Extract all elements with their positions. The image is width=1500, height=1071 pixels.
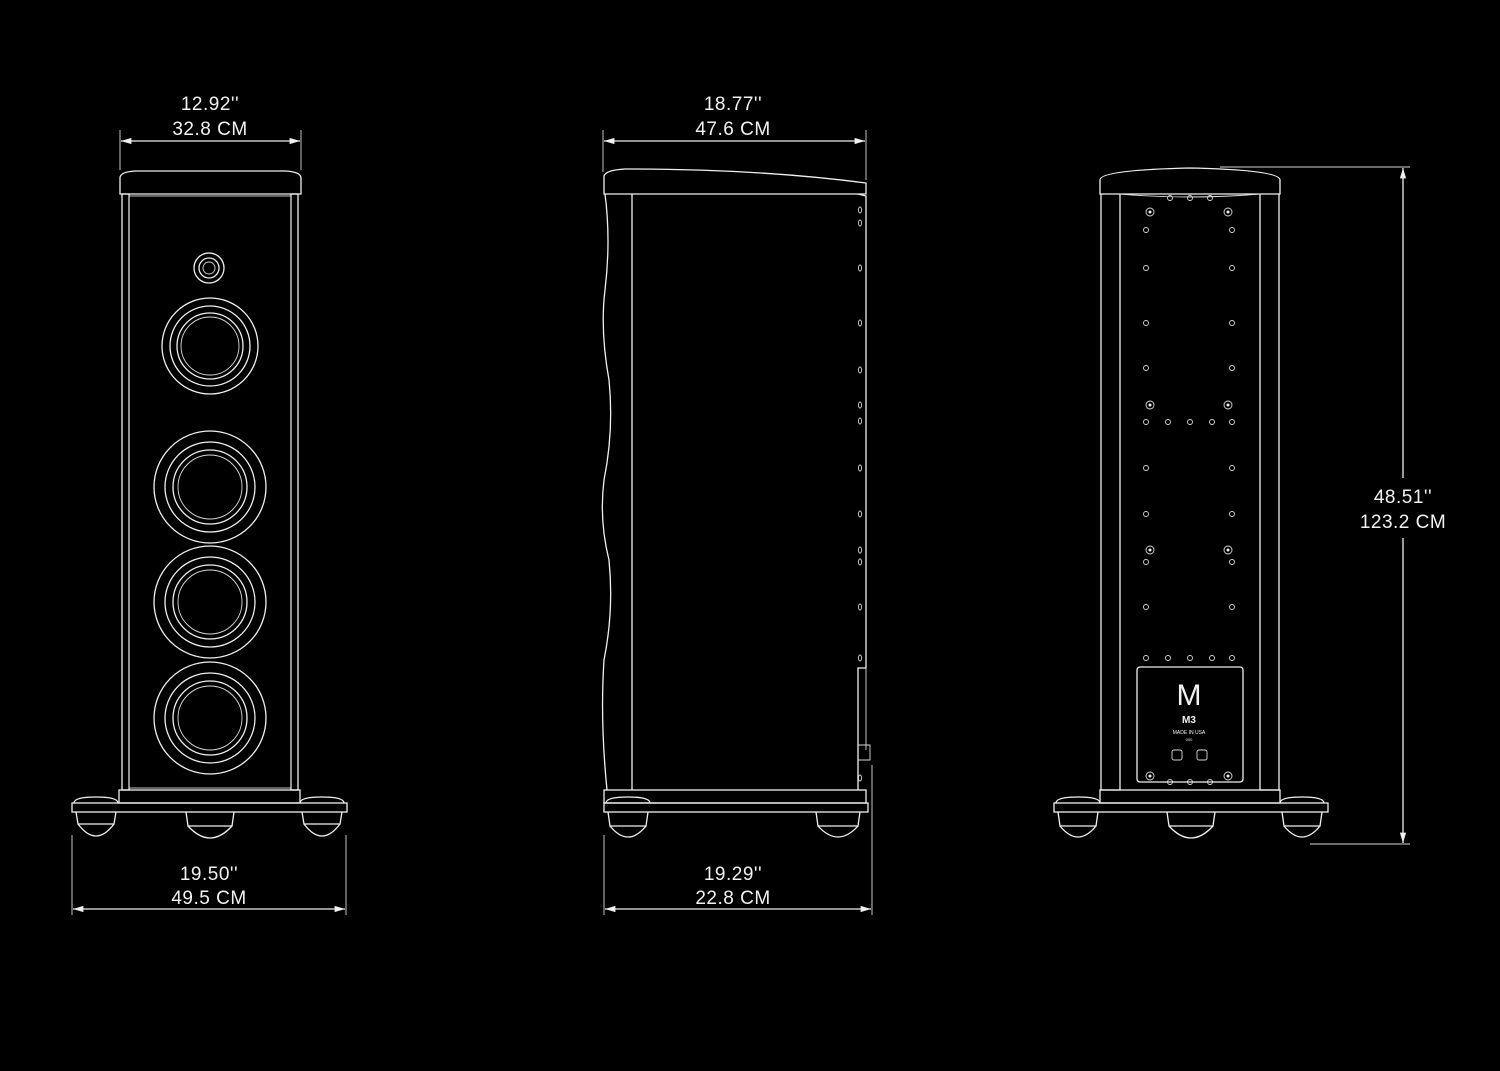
screw xyxy=(1167,195,1173,201)
screw xyxy=(1223,545,1233,555)
side-view: 18.77'' 47.6 CM xyxy=(601,94,873,915)
side-base-depth-cm: 22.8 CM xyxy=(695,888,770,909)
side-base-depth-inches: 19.29'' xyxy=(704,864,762,885)
screw xyxy=(1223,207,1233,217)
screw xyxy=(1143,419,1149,425)
screw xyxy=(1165,419,1171,425)
screw xyxy=(1143,655,1149,661)
front-woofer-3 xyxy=(153,661,267,775)
back-foot-right xyxy=(1279,796,1325,838)
side-top-depth-cm: 47.6 CM xyxy=(695,119,770,140)
back-base-plate xyxy=(1053,802,1329,813)
back-plinth xyxy=(1099,789,1281,804)
side-top-depth-inches: 18.77'' xyxy=(704,94,762,115)
screw xyxy=(1165,655,1171,661)
screw xyxy=(1229,320,1235,326)
back-top-cap xyxy=(1099,167,1281,195)
side-front-profile xyxy=(601,193,612,791)
front-base-plate xyxy=(71,802,348,813)
screw xyxy=(1145,545,1155,555)
screw-center xyxy=(1226,548,1230,552)
screw xyxy=(1209,419,1215,425)
screw xyxy=(1143,511,1149,517)
back-panel-screws xyxy=(1143,195,1235,785)
screw xyxy=(1229,365,1235,371)
screw xyxy=(1229,465,1235,471)
front-plinth xyxy=(118,789,301,804)
side-foot-front xyxy=(605,796,651,838)
side-foot-back xyxy=(815,811,861,838)
front-foot-center xyxy=(185,811,235,839)
front-baffle xyxy=(128,195,292,789)
back-right-rail xyxy=(1259,194,1280,791)
back-left-rail xyxy=(1100,194,1121,791)
back-foot-center xyxy=(1166,811,1216,839)
screw xyxy=(1187,195,1193,201)
front-top-width-cm: 32.8 CM xyxy=(172,119,247,140)
screw xyxy=(1145,400,1155,410)
screw xyxy=(1223,771,1233,781)
side-back-bolts xyxy=(858,206,862,782)
screw-center xyxy=(1148,548,1152,552)
side-base-plate xyxy=(603,802,869,813)
front-base-width-cm: 49.5 CM xyxy=(171,888,246,909)
side-back-profile xyxy=(857,193,867,790)
made-in-label: MADE IN USA xyxy=(1173,730,1206,736)
screw-center xyxy=(1226,774,1230,778)
serial-label: 000 xyxy=(1186,737,1193,742)
screw xyxy=(1229,655,1235,661)
front-top-width-inches: 12.92'' xyxy=(181,94,239,115)
screw xyxy=(1187,419,1193,425)
screw-center xyxy=(1148,774,1152,778)
binding-post-left xyxy=(1171,749,1183,761)
front-left-rail xyxy=(121,193,130,791)
front-top-cap xyxy=(119,170,302,195)
screw xyxy=(1223,400,1233,410)
screw xyxy=(1229,265,1235,271)
side-top-cap xyxy=(603,168,867,195)
screw xyxy=(1143,227,1149,233)
screw xyxy=(1207,195,1213,201)
screw-center xyxy=(1148,210,1152,214)
screw xyxy=(1229,511,1235,517)
side-plinth xyxy=(603,789,867,804)
back-height-inches: 48.51'' xyxy=(1374,487,1432,508)
screw xyxy=(1229,227,1235,233)
screw xyxy=(1143,365,1149,371)
screw xyxy=(1143,265,1149,271)
model-label: M3 xyxy=(1182,715,1196,726)
screw-center xyxy=(1148,403,1152,407)
front-view: 12.92'' 32.8 CM xyxy=(71,94,348,915)
screw xyxy=(1145,207,1155,217)
brand-logo: M xyxy=(1177,679,1202,712)
front-woofer-1 xyxy=(153,430,267,544)
front-foot-right xyxy=(299,796,345,837)
screw xyxy=(1143,465,1149,471)
screw-center xyxy=(1226,403,1230,407)
screw xyxy=(1143,604,1149,610)
front-woofer-2 xyxy=(153,545,267,659)
binding-post-right xyxy=(1196,749,1208,761)
screw xyxy=(1209,655,1215,661)
front-base-width-inches: 19.50'' xyxy=(180,864,238,885)
front-right-rail xyxy=(290,193,299,791)
back-foot-left xyxy=(1055,796,1101,838)
back-height-cm: 123.2 CM xyxy=(1360,512,1446,533)
screw xyxy=(1229,559,1235,565)
front-tweeter xyxy=(193,252,225,284)
screw xyxy=(1143,320,1149,326)
front-midrange-driver xyxy=(161,297,259,395)
screw xyxy=(1229,419,1235,425)
back-view: M M3 MADE IN USA 000 48.51 xyxy=(1053,166,1460,845)
screw-center xyxy=(1226,210,1230,214)
screw xyxy=(1229,604,1235,610)
back-terminal-plate: M M3 MADE IN USA 000 xyxy=(1136,666,1244,783)
screw xyxy=(1143,559,1149,565)
screw xyxy=(1145,771,1155,781)
front-foot-left xyxy=(73,796,119,837)
screw xyxy=(1187,655,1193,661)
